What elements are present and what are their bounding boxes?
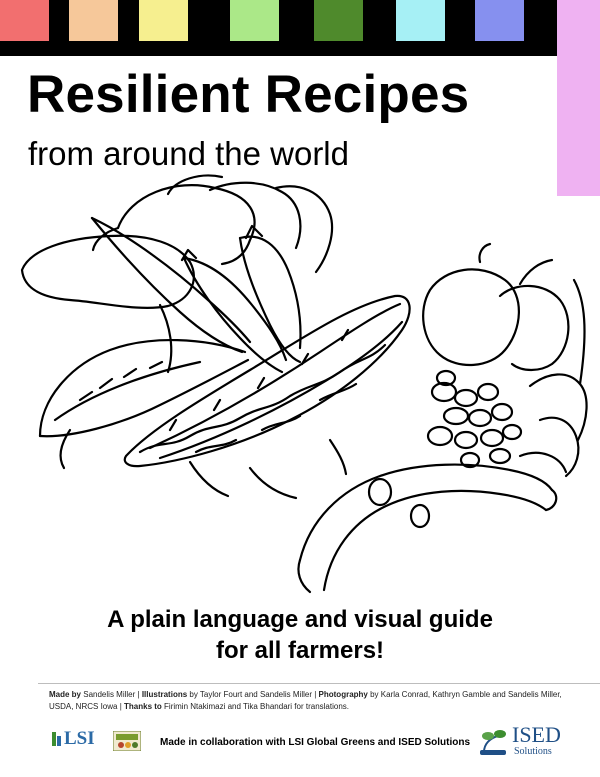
color-bar — [0, 0, 600, 56]
page-title: Resilient Recipes — [27, 65, 470, 124]
page-subtitle: from around the world — [28, 135, 349, 172]
ised-logo-sub: Solutions — [514, 746, 552, 757]
made-by-label: Made by — [49, 690, 82, 699]
swatch-peach — [69, 0, 118, 41]
credit-separator: | — [137, 690, 140, 699]
lsi-logo: LSI — [52, 729, 112, 751]
swatch-blue — [475, 0, 524, 41]
side-tab — [557, 0, 600, 196]
collaboration-note: Made in collaboration with LSI Global Gr… — [160, 737, 471, 748]
ised-logo-name: ISED — [512, 722, 561, 747]
credit-separator: | — [314, 690, 317, 699]
photography-value: by Karla Conrad, Kathryn Gamble and Sand… — [49, 690, 562, 711]
tagline-line-1: A plain language and visual guide — [107, 606, 493, 633]
tagline-line-2: for all farmers! — [215, 637, 385, 664]
ised-plant-icon — [480, 730, 506, 755]
credits: Made by Sandelis Miller | Illustrations … — [49, 689, 569, 713]
global-greens-logo-icon — [113, 731, 141, 751]
tagline: A plain language and visual guide for al… — [0, 604, 600, 666]
swatch-cyan — [396, 0, 445, 41]
credit-separator: | — [119, 702, 122, 711]
thanks-label: Thanks to — [124, 702, 162, 711]
swatch-light-green — [230, 0, 279, 41]
made-by-value: Sandelis Miller — [83, 690, 136, 699]
thanks-value: Firimin Ntakimazi and Tika Bhandari for … — [164, 702, 349, 711]
illustrations-value: by Taylor Fourt and Sandelis Miller — [189, 690, 312, 699]
swatch-yellow — [139, 0, 188, 41]
illustrations-label: Illustrations — [141, 690, 188, 699]
lsi-logo-text: LSI — [64, 728, 95, 749]
lsi-mark-icon — [52, 732, 61, 746]
footer-divider — [38, 683, 600, 684]
ised-logo: ISED Solutions — [478, 722, 561, 758]
swatch-red — [0, 0, 49, 41]
photography-label: Photography — [318, 690, 368, 699]
vegetables-in-hands-illustration — [20, 174, 588, 594]
swatch-dark-green — [314, 0, 363, 41]
